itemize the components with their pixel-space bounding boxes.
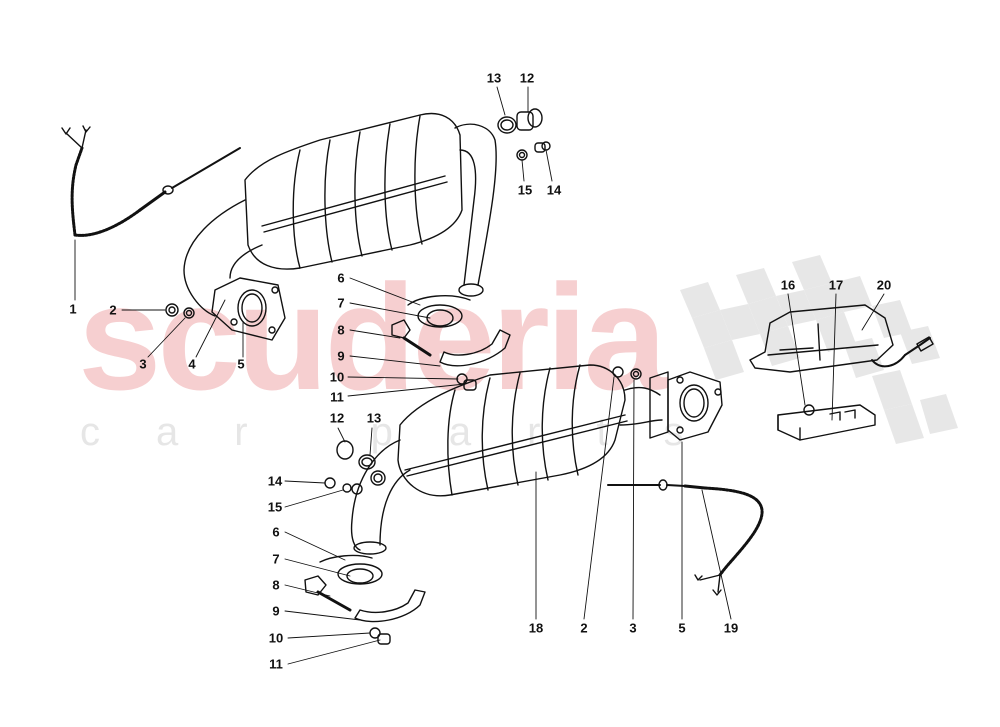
- callout-6: 6: [337, 270, 345, 286]
- callout-15: 15: [267, 499, 283, 515]
- callout-2: 2: [109, 302, 117, 318]
- clamp-upper-icon: [391, 295, 511, 391]
- callout-1: 1: [69, 301, 77, 317]
- callout-3: 3: [629, 620, 637, 636]
- callout-16: 16: [780, 277, 796, 293]
- callout-7: 7: [337, 295, 345, 311]
- callout-5: 5: [678, 620, 686, 636]
- callout-6: 6: [272, 524, 280, 540]
- nut-washer-left-icon: [165, 303, 195, 319]
- callout-17: 17: [828, 277, 844, 293]
- nut-washer-right-icon: [612, 366, 642, 380]
- lambda-sensor-lower-icon: [607, 479, 764, 596]
- leader-lines: [74, 86, 885, 665]
- plugs-lower-icon: [324, 440, 376, 493]
- callout-10: 10: [329, 369, 345, 385]
- callout-13: 13: [366, 410, 382, 426]
- callout-14: 14: [546, 182, 562, 198]
- callout-19: 19: [723, 620, 739, 636]
- callout-20: 20: [876, 277, 892, 293]
- callout-10: 10: [268, 630, 284, 646]
- clamp-lower-icon: [304, 554, 426, 645]
- callout-5: 5: [237, 356, 245, 372]
- callout-13: 13: [486, 70, 502, 86]
- plugs-upper-icon: [497, 108, 551, 161]
- callout-11: 11: [269, 656, 283, 672]
- callout-12: 12: [519, 70, 535, 86]
- callout-18: 18: [528, 620, 544, 636]
- lambda-sensor-upper-icon: [61, 125, 241, 237]
- callout-4: 4: [188, 356, 196, 372]
- flange-right-icon: [649, 371, 723, 441]
- control-unit-icon: [749, 304, 934, 441]
- callout-8: 8: [337, 322, 345, 338]
- callout-2: 2: [580, 620, 588, 636]
- callout-7: 7: [272, 551, 280, 567]
- callout-3: 3: [139, 356, 147, 372]
- flange-left-icon: [211, 277, 286, 341]
- callout-8: 8: [272, 577, 280, 593]
- callout-11: 11: [330, 389, 344, 405]
- callout-9: 9: [272, 603, 280, 619]
- callout-9: 9: [337, 348, 345, 364]
- lower-catalytic-converter-icon: [350, 364, 663, 555]
- callout-15: 15: [517, 182, 533, 198]
- callout-12: 12: [329, 410, 345, 426]
- callout-14: 14: [267, 473, 283, 489]
- upper-catalytic-converter-icon: [183, 112, 497, 317]
